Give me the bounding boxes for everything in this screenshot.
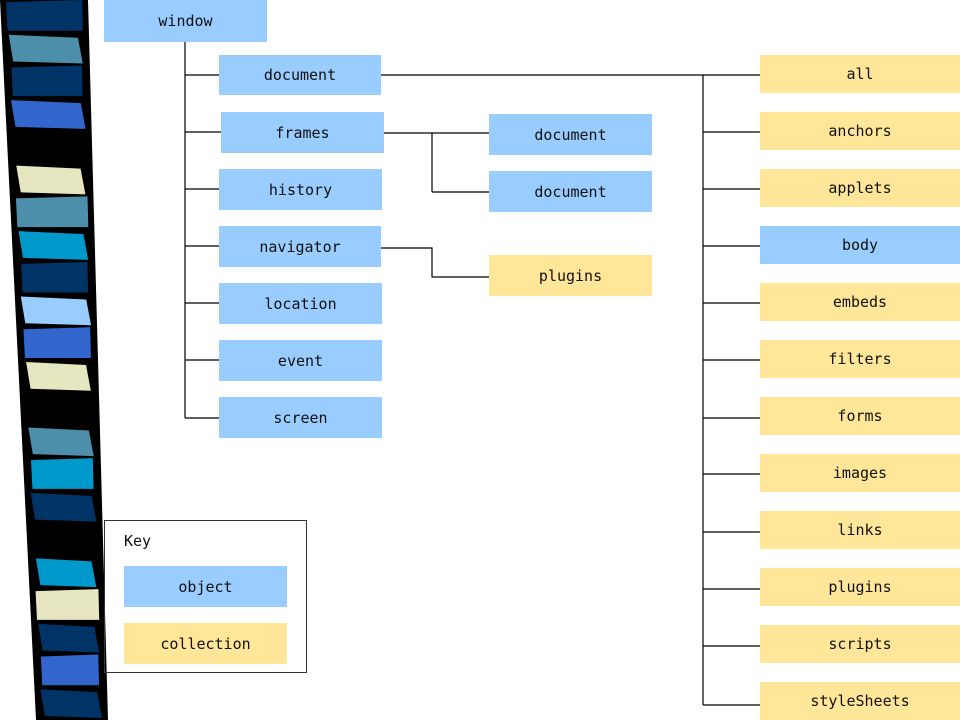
collection-filters: filters (760, 340, 960, 378)
decor-stripe (18, 231, 89, 260)
collection-links: links (760, 511, 960, 549)
collection-forms: forms (760, 397, 960, 435)
collection-stylesheets: styleSheets (760, 682, 960, 720)
node-location: location (219, 283, 382, 324)
decor-stripe (38, 623, 100, 653)
collection-applets: applets (760, 169, 960, 207)
node-navigator-plugins: plugins (489, 255, 652, 296)
collection-images: images (760, 454, 960, 492)
decor-stripe (28, 427, 94, 457)
decor-stripe (40, 689, 102, 718)
decorative-stripe-bar (0, 0, 108, 720)
decor-stripe (35, 558, 97, 588)
legend-collection-swatch: collection (124, 623, 287, 664)
collection-body: body (760, 226, 960, 264)
node-frames: frames (221, 112, 384, 153)
node-event: event (219, 340, 382, 381)
decor-stripe (30, 492, 97, 522)
node-screen: screen (219, 397, 382, 438)
node-navigator: navigator (219, 226, 381, 267)
collection-plugins: plugins (760, 568, 960, 606)
decor-stripe (8, 34, 83, 64)
decor-stripe (31, 458, 94, 489)
collection-embeds: embeds (760, 283, 960, 321)
decor-stripe (26, 362, 91, 391)
decor-stripe (35, 589, 100, 620)
legend-title: Key (124, 532, 152, 550)
decor-stripe (20, 296, 92, 326)
decor-stripe (11, 65, 83, 97)
collection-all: all (760, 55, 960, 93)
decor-stripe (11, 100, 86, 129)
legend-object-swatch: object (124, 566, 287, 607)
legend-box (104, 520, 307, 673)
decor-stripe (33, 523, 97, 555)
decor-stripe (21, 261, 89, 293)
decor-stripe (6, 0, 83, 31)
node-document: document (219, 55, 381, 95)
decor-stripe (25, 392, 94, 424)
decor-stripe (40, 654, 100, 686)
decor-stripe (13, 130, 86, 162)
decor-stripe (16, 165, 86, 195)
collection-anchors: anchors (760, 112, 960, 150)
node-window: window (104, 0, 267, 42)
node-frames-document-2: document (489, 171, 652, 212)
collection-scripts: scripts (760, 625, 960, 663)
node-history: history (219, 169, 382, 210)
node-frames-document-1: document (489, 114, 652, 155)
decor-stripe (15, 196, 89, 228)
decor-stripe (23, 327, 91, 358)
